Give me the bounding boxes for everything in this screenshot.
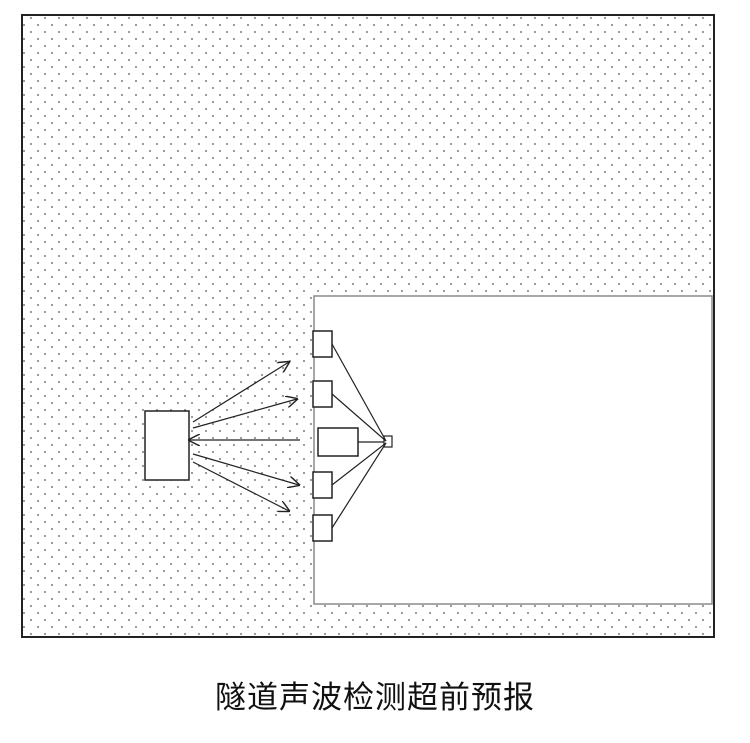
ray-arrow-2: [192, 399, 297, 429]
ray-arrow-3: [192, 453, 299, 485]
tunnel-opening: [313, 295, 713, 605]
connection-cables: [331, 343, 387, 529]
receiver-4: [312, 514, 333, 542]
receiver-2: [312, 380, 333, 408]
sound-source: [317, 427, 359, 457]
tunnel-sonic-detection-diagram: [21, 14, 715, 638]
ray-arrow-4: [192, 461, 289, 511]
wave-rays: [189, 362, 300, 511]
geological-anomaly-target: [144, 410, 190, 481]
ray-arrow-1: [192, 362, 289, 423]
receiver-1: [312, 330, 333, 358]
diagram-caption: 隧道声波检测超前预报: [215, 680, 535, 716]
receiver-3: [312, 471, 333, 499]
